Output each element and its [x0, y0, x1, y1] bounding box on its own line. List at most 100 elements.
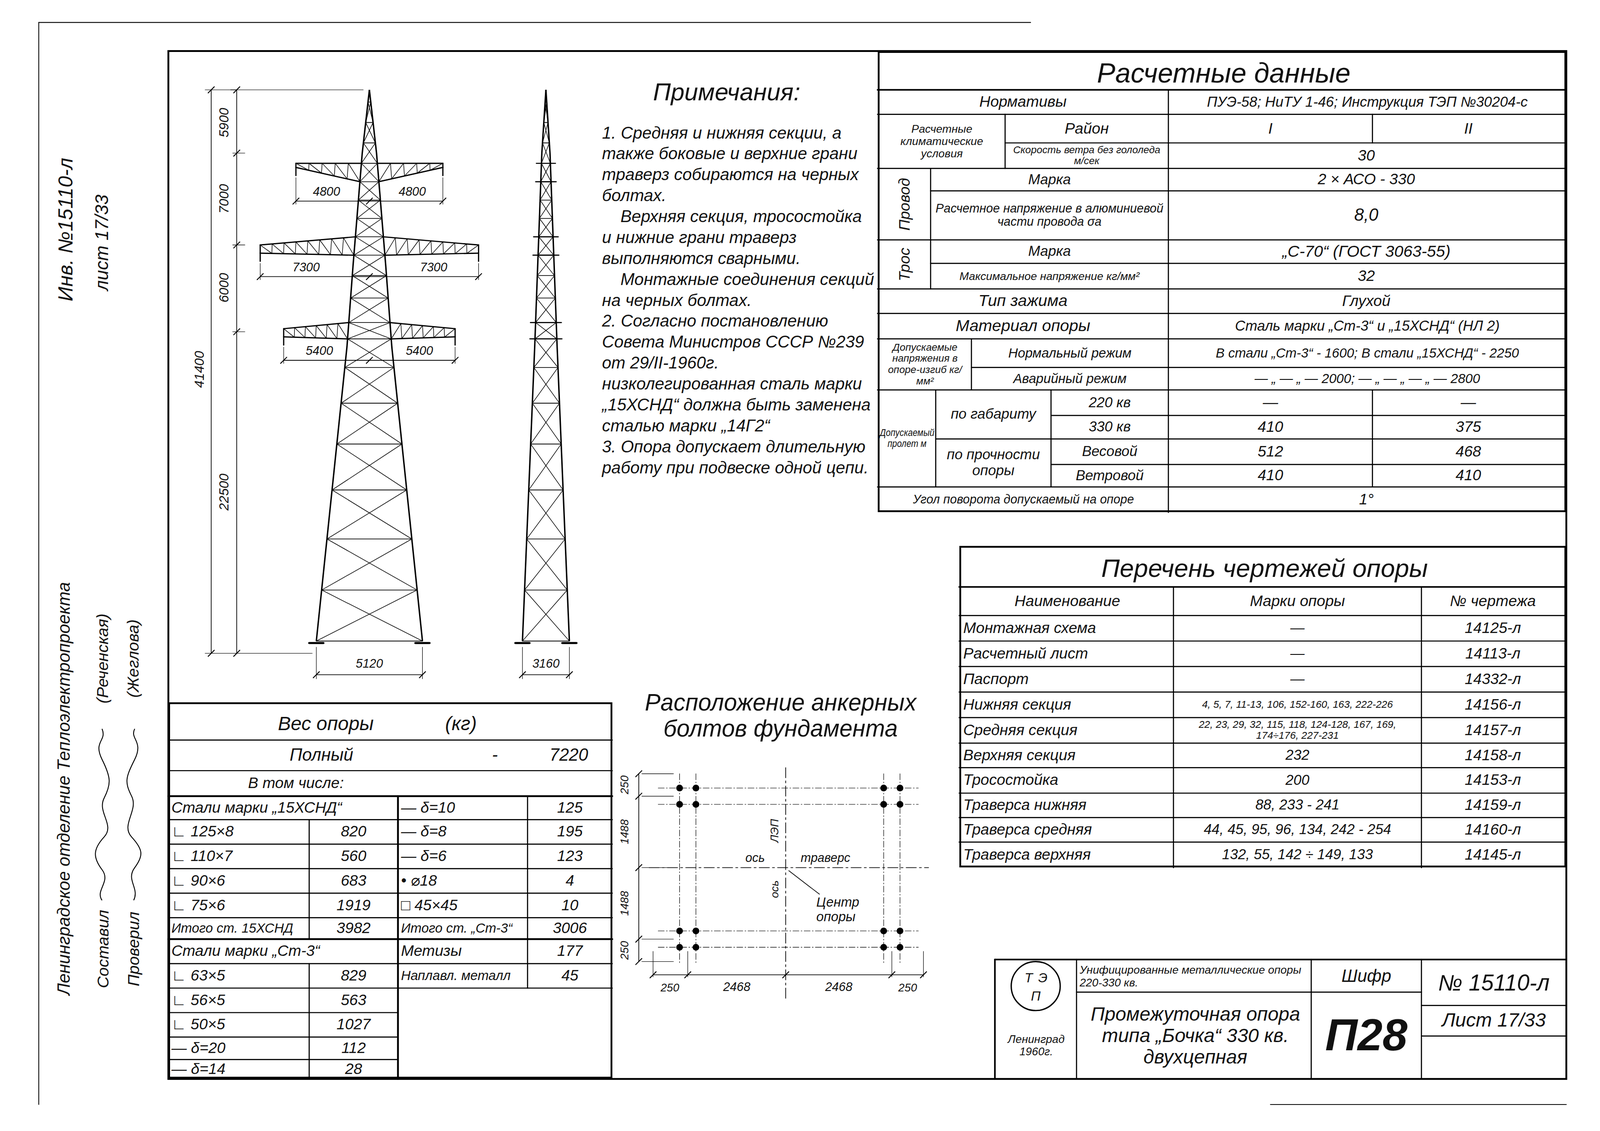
text-box: 7300 [408, 260, 460, 275]
anchor-bolt [692, 784, 700, 792]
title-block-text: П28 [1325, 1009, 1408, 1060]
crossarm-brace [408, 239, 420, 255]
anchor-bolt [692, 943, 700, 951]
crossarm-side [535, 181, 557, 182]
tower-brace [352, 255, 385, 276]
table-cell: Аварийный режим [1013, 371, 1127, 386]
crossarm-brace [295, 163, 309, 171]
table-rule [527, 796, 529, 989]
crossarm-brace [348, 163, 360, 182]
table-rule [168, 1058, 399, 1060]
crossarm-brace [390, 163, 392, 179]
text-box: Марка [930, 168, 1169, 191]
crossarm-brace [430, 240, 432, 254]
text-box: П [1028, 987, 1043, 1005]
tower-brace [348, 322, 392, 339]
table-cell: — „ — „ — 2000; — „ — „ — „ — 2800 [1254, 371, 1481, 386]
table-cell: Монтажная схема [963, 619, 1097, 637]
dimension-tick [451, 357, 458, 363]
table-cell: Средняя секция [963, 721, 1078, 739]
table-cell: Траверса средняя [963, 821, 1093, 839]
text-box: 232 [1175, 742, 1420, 768]
table-cell: 200 [1285, 772, 1310, 788]
tower-foot [562, 642, 577, 644]
text-box: — [1175, 615, 1420, 641]
text-box: 177 [527, 938, 613, 964]
crossarm-brace [466, 243, 468, 254]
weight-cell: 3982 [336, 919, 371, 937]
weight-cell: 1027 [336, 1015, 371, 1033]
extension-line [687, 951, 689, 977]
tower-strut [348, 322, 390, 324]
text-box: 468 [1372, 438, 1565, 465]
crossarm-brace [384, 238, 396, 256]
crossarm-brace [391, 323, 401, 340]
text-box: 250 [652, 979, 687, 995]
text-box: 683 [309, 868, 399, 893]
text-box: 14156-л [1423, 691, 1563, 718]
text-box: Расчетные климатические условия [878, 114, 1005, 169]
weight-cell: 177 [557, 942, 583, 960]
text-box: I [1168, 114, 1373, 144]
title-block-text: Э [1038, 970, 1048, 985]
table-rule [308, 819, 310, 939]
dimension-label: 41400 [192, 351, 208, 389]
anchor-label: Расположение анкерных болтов фундамента [644, 689, 917, 741]
tower-brace [534, 338, 558, 368]
table-cell: № чертежа [1449, 592, 1536, 610]
anchor-label: 1488 [618, 818, 631, 845]
text-box: Траверса нижняя [963, 792, 1172, 818]
tower-brace [542, 122, 549, 144]
table-rule [930, 168, 932, 289]
table-rule [959, 742, 1567, 744]
text-box: II [1372, 114, 1565, 144]
anchor-label: 2468 [825, 980, 853, 995]
insulator-string [283, 336, 285, 346]
table-cell: 32 [1357, 267, 1375, 285]
text-box: Марки опоры [1173, 586, 1422, 616]
text-box: 7000 [215, 175, 233, 223]
weight-cell: Полный [289, 745, 353, 765]
tower-brace [347, 338, 394, 368]
text-box: Стали марки „15ХСНД“ [171, 796, 396, 820]
dimension-label: 5400 [405, 344, 434, 358]
tower-brace [355, 236, 385, 255]
table-rule [959, 841, 1567, 843]
text-box: Трос [878, 239, 931, 289]
text-box: Э [1035, 969, 1050, 986]
text-box: 14125-л [1423, 615, 1563, 641]
tower-brace [357, 200, 381, 219]
dimension-tick [635, 935, 642, 942]
tower-strut [537, 275, 555, 277]
sheet-margin-line [38, 22, 40, 1105]
text-box: Монтажная схема [963, 615, 1172, 641]
text-box: Паспорт [963, 666, 1172, 692]
text-box: — δ=14 [171, 1059, 308, 1079]
text-box: 2468 [699, 979, 775, 995]
text-box: Наплавл. металл [400, 963, 526, 989]
tower-strut [350, 297, 389, 299]
table-rule [877, 113, 1567, 115]
crossarm-brace [389, 322, 392, 339]
text-box: 14159-л [1423, 792, 1563, 818]
tower-brace [336, 444, 407, 491]
dimension-label: 5120 [355, 657, 384, 671]
tower-strut [316, 640, 423, 642]
dimension-tick [635, 864, 642, 871]
insulator-string [259, 253, 261, 262]
crossarm-brace [395, 238, 397, 255]
text-box: 32 [1168, 263, 1564, 289]
weight-cell: - [491, 745, 498, 765]
tower-strut [326, 538, 412, 540]
table-cell: Нормальный режим [1008, 345, 1132, 361]
dimension-tick [292, 197, 299, 204]
text-box: 7220 [530, 739, 608, 771]
margin-text: (Жеглова) [124, 619, 143, 698]
tower-brace [537, 275, 556, 298]
weight-cell: 7220 [549, 745, 589, 765]
table-cell: — [1262, 393, 1279, 411]
sheet-frame [168, 51, 1567, 1079]
extension-line [230, 652, 313, 654]
crossarm-brace [294, 327, 296, 337]
table-rule [994, 958, 1567, 961]
